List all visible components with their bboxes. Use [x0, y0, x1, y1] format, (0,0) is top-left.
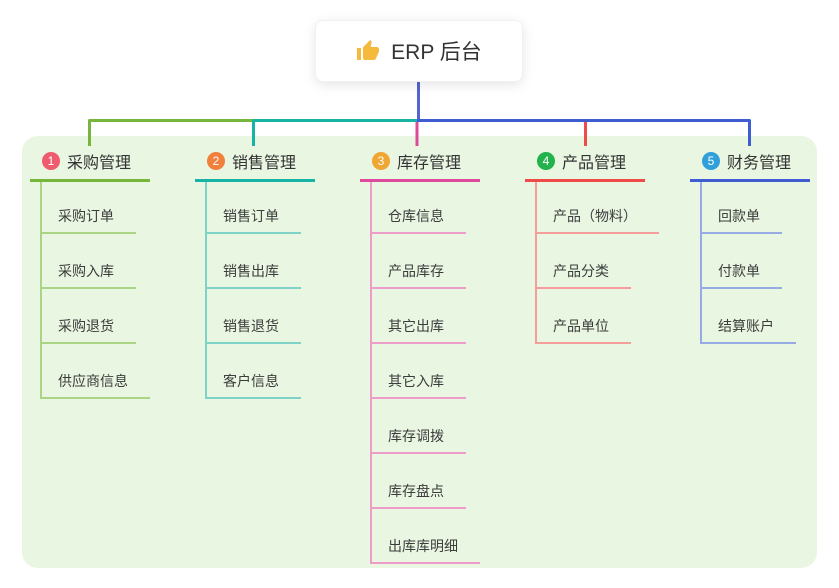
child-node[interactable]: 采购订单: [42, 182, 136, 234]
child-node[interactable]: 客户信息: [207, 344, 301, 399]
child-label: 供应商信息: [58, 373, 128, 389]
child-label: 产品（物料）: [553, 208, 637, 224]
branch-number-badge: 5: [702, 152, 720, 170]
child-label: 采购入库: [58, 263, 114, 279]
child-label: 结算账户: [718, 318, 774, 334]
branch-children: 仓库信息产品库存其它出库其它入库库存调拨库存盘点出库库明细: [370, 182, 500, 564]
branch-purchase: 1 采购管理 采购订单采购入库采购退货供应商信息: [30, 146, 170, 399]
branch-children: 回款单付款单结算账户: [700, 182, 830, 344]
child-node[interactable]: 产品（物料）: [537, 182, 659, 234]
child-label: 回款单: [718, 208, 760, 224]
branch-node-purchase[interactable]: 1 采购管理: [30, 146, 150, 182]
branch-label: 库存管理: [397, 155, 462, 172]
branch-number-badge: 2: [207, 152, 225, 170]
root-title: ERP 后台: [391, 41, 482, 64]
child-node[interactable]: 出库库明细: [372, 509, 480, 564]
child-node[interactable]: 采购入库: [42, 234, 136, 289]
branch-number-badge: 3: [372, 152, 390, 170]
branch-label: 产品管理: [562, 155, 627, 172]
child-label: 其它入库: [388, 373, 444, 389]
root-node-erp-backend[interactable]: ERP 后台: [315, 20, 523, 82]
child-label: 产品库存: [388, 263, 444, 279]
child-node[interactable]: 库存调拨: [372, 399, 466, 454]
thumbs-up-icon: [357, 40, 380, 60]
child-node[interactable]: 库存盘点: [372, 454, 466, 509]
child-node[interactable]: 产品单位: [537, 289, 631, 344]
child-node[interactable]: 销售退货: [207, 289, 301, 344]
branch-label: 销售管理: [232, 155, 297, 172]
child-node[interactable]: 仓库信息: [372, 182, 466, 234]
child-node[interactable]: 产品库存: [372, 234, 466, 289]
child-node[interactable]: 销售订单: [207, 182, 301, 234]
branch-inventory: 3 库存管理 仓库信息产品库存其它出库其它入库库存调拨库存盘点出库库明细: [360, 146, 500, 564]
child-label: 付款单: [718, 263, 760, 279]
child-label: 产品分类: [553, 263, 609, 279]
mindmap-panel: [22, 136, 817, 568]
branch-finance: 5 财务管理 回款单付款单结算账户: [690, 146, 830, 344]
child-label: 其它出库: [388, 318, 444, 334]
child-label: 仓库信息: [388, 208, 444, 224]
branch-node-product[interactable]: 4 产品管理: [525, 146, 645, 182]
child-label: 销售订单: [223, 208, 279, 224]
branch-product: 4 产品管理 产品（物料） 产品分类产品单位: [525, 146, 665, 344]
child-node[interactable]: 产品分类: [537, 234, 631, 289]
child-label: 销售出库: [223, 263, 279, 279]
branch-node-sales[interactable]: 2 销售管理: [195, 146, 315, 182]
child-label: 产品单位: [553, 318, 609, 334]
branch-label: 采购管理: [67, 155, 132, 172]
child-node[interactable]: 付款单: [702, 234, 782, 289]
child-label: 客户信息: [223, 373, 279, 389]
child-node[interactable]: 其它出库: [372, 289, 466, 344]
branch-label: 财务管理: [727, 155, 792, 172]
child-node[interactable]: 回款单: [702, 182, 782, 234]
child-node[interactable]: 结算账户: [702, 289, 796, 344]
branch-node-finance[interactable]: 5 财务管理: [690, 146, 810, 182]
branch-children: 销售订单销售出库销售退货客户信息: [205, 182, 335, 399]
branch-children: 产品（物料） 产品分类产品单位: [535, 182, 665, 344]
child-label: 库存盘点: [388, 483, 444, 499]
child-node[interactable]: 其它入库: [372, 344, 466, 399]
branch-number-badge: 1: [42, 152, 60, 170]
child-label: 销售退货: [223, 318, 279, 334]
branch-children: 采购订单采购入库采购退货供应商信息: [40, 182, 170, 399]
child-node[interactable]: 销售出库: [207, 234, 301, 289]
child-label: 采购退货: [58, 318, 114, 334]
child-label: 采购订单: [58, 208, 114, 224]
branch-node-inventory[interactable]: 3 库存管理: [360, 146, 480, 182]
branch-number-badge: 4: [537, 152, 555, 170]
child-node[interactable]: 供应商信息: [42, 344, 150, 399]
branch-sales: 2 销售管理 销售订单销售出库销售退货客户信息: [195, 146, 335, 399]
child-label: 出库库明细: [388, 538, 458, 554]
child-label: 库存调拨: [388, 428, 444, 444]
child-node[interactable]: 采购退货: [42, 289, 136, 344]
